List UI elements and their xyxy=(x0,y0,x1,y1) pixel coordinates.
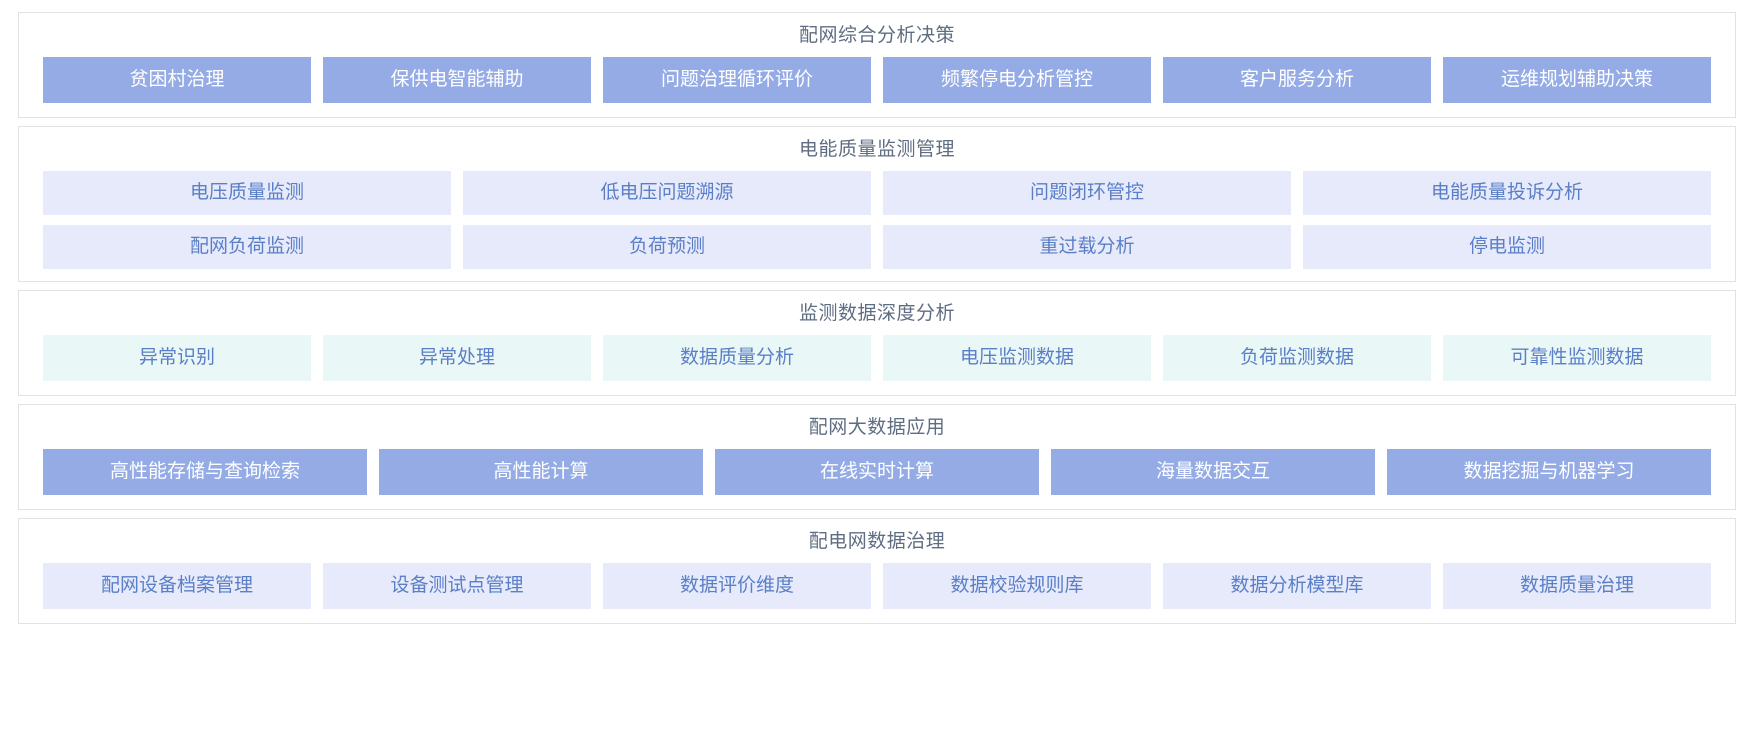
tile-button[interactable]: 数据挖掘与机器学习 xyxy=(1387,449,1711,495)
tile-button[interactable]: 重过载分析 xyxy=(883,225,1291,269)
tile-button[interactable]: 客户服务分析 xyxy=(1163,57,1431,103)
tile-button[interactable]: 在线实时计算 xyxy=(715,449,1039,495)
tile-button[interactable]: 电压监测数据 xyxy=(883,335,1151,381)
tile-button[interactable]: 贫困村治理 xyxy=(43,57,311,103)
tile-button[interactable]: 异常识别 xyxy=(43,335,311,381)
tile-button[interactable]: 低电压问题溯源 xyxy=(463,171,871,215)
section-title: 配网综合分析决策 xyxy=(798,25,955,46)
tile-button[interactable]: 电压质量监测 xyxy=(43,171,451,215)
tile-button[interactable]: 设备测试点管理 xyxy=(323,563,591,609)
tile-button[interactable]: 可靠性监测数据 xyxy=(1443,335,1711,381)
tile-button[interactable]: 高性能计算 xyxy=(379,449,703,495)
tile-button[interactable]: 数据质量分析 xyxy=(603,335,871,381)
tile-button[interactable]: 异常处理 xyxy=(323,335,591,381)
tile-button[interactable]: 数据评价维度 xyxy=(603,563,871,609)
tile-button[interactable]: 数据校验规则库 xyxy=(883,563,1151,609)
tile-button[interactable]: 问题治理循环评价 xyxy=(603,57,871,103)
section-3: 配网大数据应用高性能存储与查询检索高性能计算在线实时计算海量数据交互数据挖掘与机… xyxy=(18,404,1736,510)
tile-button[interactable]: 配网设备档案管理 xyxy=(43,563,311,609)
tile-row: 配网负荷监测负荷预测重过载分析停电监测 xyxy=(43,225,1711,269)
section-2: 监测数据深度分析异常识别异常处理数据质量分析电压监测数据负荷监测数据可靠性监测数… xyxy=(18,290,1736,396)
tile-button[interactable]: 海量数据交互 xyxy=(1051,449,1375,495)
section-title: 配网大数据应用 xyxy=(808,417,946,438)
tile-row: 异常识别异常处理数据质量分析电压监测数据负荷监测数据可靠性监测数据 xyxy=(43,335,1711,381)
tile-row: 电压质量监测低电压问题溯源问题闭环管控电能质量投诉分析 xyxy=(43,171,1711,215)
tile-button[interactable]: 配网负荷监测 xyxy=(43,225,451,269)
tile-row: 贫困村治理保供电智能辅助问题治理循环评价频繁停电分析管控客户服务分析运维规划辅助… xyxy=(43,57,1711,103)
tile-row: 配网设备档案管理设备测试点管理数据评价维度数据校验规则库数据分析模型库数据质量治… xyxy=(43,563,1711,609)
section-4: 配电网数据治理配网设备档案管理设备测试点管理数据评价维度数据校验规则库数据分析模… xyxy=(18,518,1736,624)
tile-button[interactable]: 负荷预测 xyxy=(463,225,871,269)
section-title: 配电网数据治理 xyxy=(808,531,946,552)
tile-button[interactable]: 数据质量治理 xyxy=(1443,563,1711,609)
tile-button[interactable]: 高性能存储与查询检索 xyxy=(43,449,367,495)
tile-button[interactable]: 运维规划辅助决策 xyxy=(1443,57,1711,103)
section-0: 配网综合分析决策贫困村治理保供电智能辅助问题治理循环评价频繁停电分析管控客户服务… xyxy=(18,12,1736,118)
tile-row: 高性能存储与查询检索高性能计算在线实时计算海量数据交互数据挖掘与机器学习 xyxy=(43,449,1711,495)
section-title: 电能质量监测管理 xyxy=(798,139,955,160)
tile-button[interactable]: 电能质量投诉分析 xyxy=(1303,171,1711,215)
tile-button[interactable]: 负荷监测数据 xyxy=(1163,335,1431,381)
section-1: 电能质量监测管理电压质量监测低电压问题溯源问题闭环管控电能质量投诉分析配网负荷监… xyxy=(18,126,1736,282)
tile-button[interactable]: 问题闭环管控 xyxy=(883,171,1291,215)
tile-button[interactable]: 停电监测 xyxy=(1303,225,1711,269)
tile-button[interactable]: 保供电智能辅助 xyxy=(323,57,591,103)
tile-button[interactable]: 数据分析模型库 xyxy=(1163,563,1431,609)
tile-button[interactable]: 频繁停电分析管控 xyxy=(883,57,1151,103)
section-title: 监测数据深度分析 xyxy=(798,303,955,324)
